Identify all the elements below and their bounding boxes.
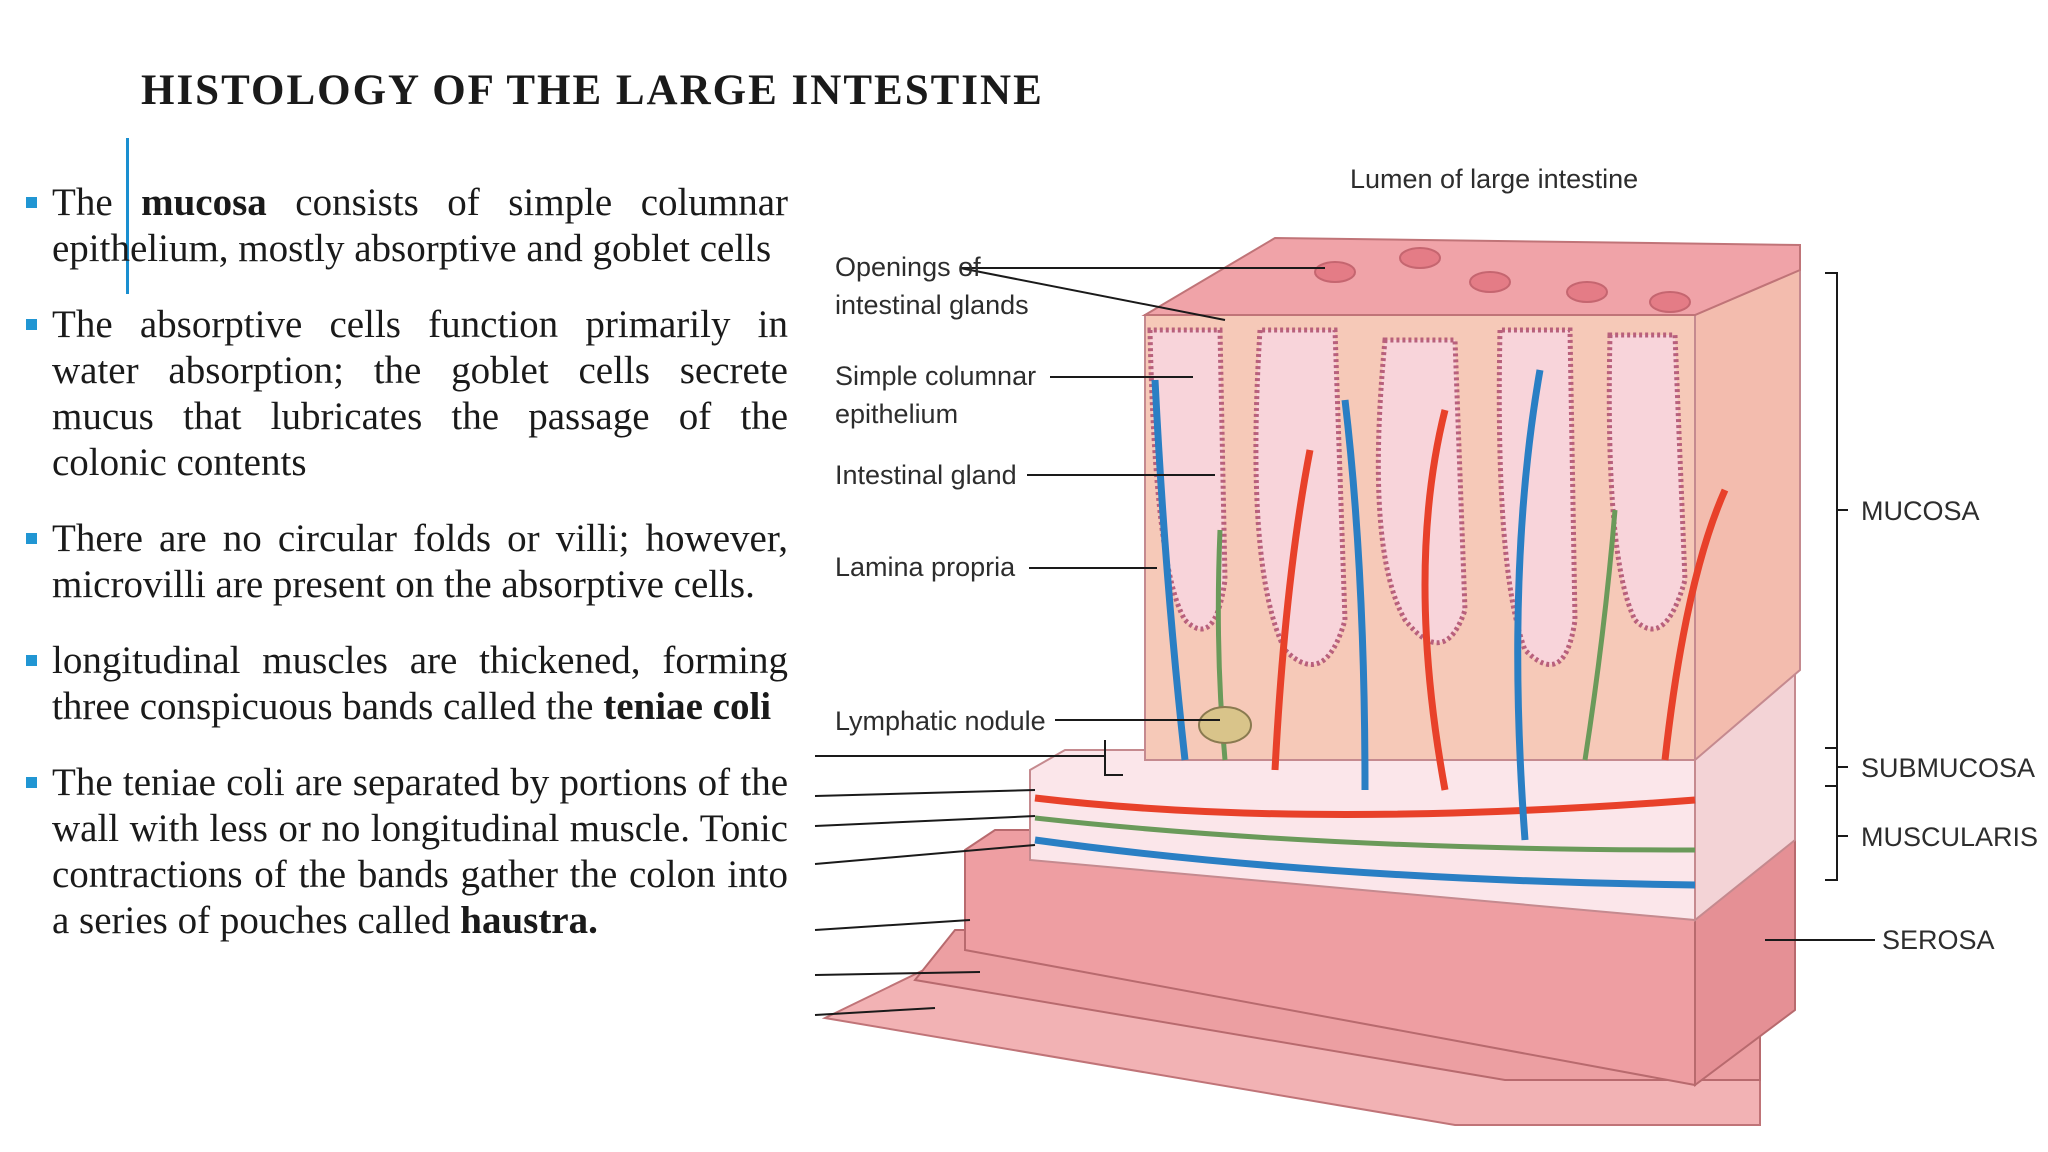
label-epithelium-line1: Simple columnar	[835, 361, 1036, 391]
label-submucosa: SUBMUCOSA	[1861, 753, 2035, 783]
label-openings-line1: Openings of	[835, 252, 981, 282]
emphasis: haustra.	[460, 899, 598, 942]
bullet-list: The mucosa consists of simple columnar e…	[26, 180, 788, 974]
label-lumen: Lumen of large intestine	[1350, 164, 1638, 194]
layer-brackets	[1825, 272, 1848, 881]
bullet-marker-icon	[26, 319, 37, 330]
label-lymphatic-nodule: Lymphatic nodule	[835, 706, 1046, 736]
lymphatic-nodule	[1198, 706, 1252, 744]
bullet-item: There are no circular folds or villi; ho…	[26, 516, 788, 608]
label-intestinal-gland: Intestinal gland	[835, 460, 1017, 490]
slide-title: HISTOLOGY OF THE LARGE INTESTINE	[141, 67, 1044, 114]
large-intestine-diagram: Lumen of large intestine Openings of int…	[814, 164, 2038, 1126]
text-cursor	[126, 138, 129, 294]
label-lamina-propria: Lamina propria	[835, 552, 1016, 582]
bullet-marker-icon	[26, 197, 37, 208]
label-serosa: SEROSA	[1882, 925, 1995, 955]
veins	[1034, 369, 1696, 889]
gland-openings	[1314, 247, 1691, 313]
bullet-item: The teniae coli are separated by portion…	[26, 760, 788, 944]
emphasis: mucosa	[141, 181, 267, 224]
bullet-item: The mucosa consists of simple columnar e…	[26, 180, 788, 272]
bullet-item: longitudinal muscles are thickened, form…	[26, 638, 788, 730]
emphasis: teniae coli	[603, 685, 772, 728]
arteries	[1034, 409, 1729, 818]
label-muscularis: MUSCULARIS	[1861, 822, 2038, 852]
label-epithelium-line2: epithelium	[835, 399, 958, 429]
bullet-marker-icon	[26, 533, 37, 544]
bullet-marker-icon	[26, 655, 37, 666]
label-openings-line2: intestinal glands	[835, 290, 1029, 320]
bullet-item: The absorptive cells function primarily …	[26, 302, 788, 486]
label-leader-lines	[814, 267, 1875, 1016]
bullet-marker-icon	[26, 777, 37, 788]
label-mucosa: MUCOSA	[1861, 496, 1980, 526]
